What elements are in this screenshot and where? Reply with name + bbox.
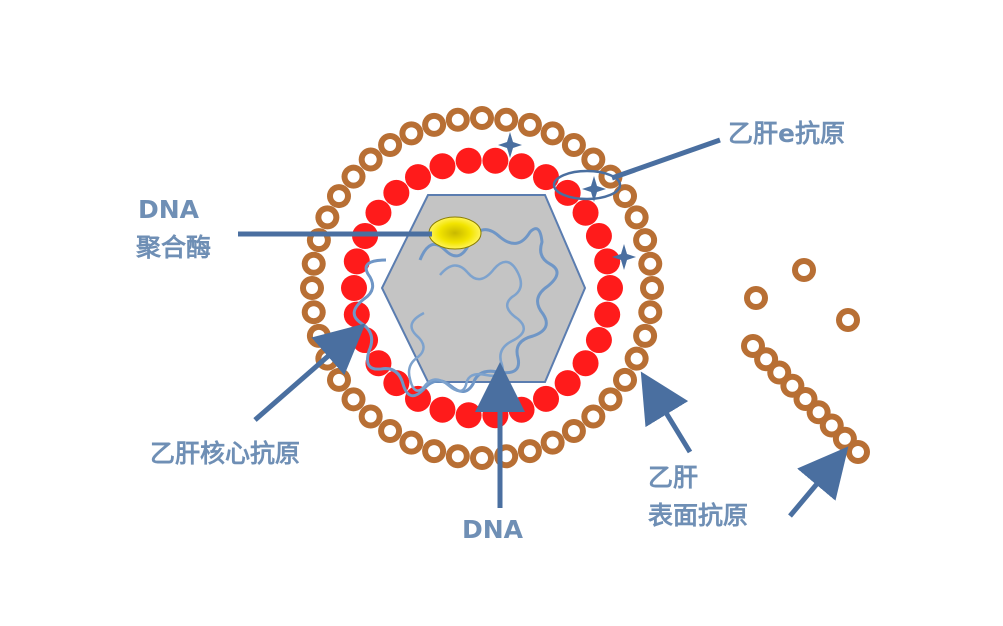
core-antigen-bead	[429, 153, 456, 180]
surface-antigen-bead	[624, 205, 649, 230]
surface-antigen-bead	[640, 276, 664, 300]
surface-antigen-bead	[638, 251, 663, 276]
surface-antigen-bead	[445, 107, 470, 132]
surface-antigen-bead	[540, 121, 565, 146]
surface-antigen-bead	[341, 164, 366, 189]
free-surface-antigen-bead	[836, 308, 860, 332]
surface-antigen-bead	[470, 446, 494, 470]
core-antigen-bead	[383, 370, 410, 397]
core-antigen-bead	[383, 179, 410, 206]
surface-antigen-bead	[326, 367, 351, 392]
star-marker	[612, 244, 636, 270]
star-marker	[582, 176, 606, 202]
surface-antigen-bead	[561, 419, 586, 444]
hbeag-highlight-ellipse	[552, 169, 622, 201]
surface-antigen-bead	[399, 121, 424, 146]
surface-antigen-bead	[613, 184, 638, 209]
surface-antigen-bead	[445, 444, 470, 469]
core-antigen-bead	[508, 396, 535, 423]
surface-antigen-bead	[301, 251, 326, 276]
surface-antigen-bead	[598, 387, 623, 412]
surface-antigen-bead	[470, 106, 494, 130]
core-antigen-bead	[585, 327, 612, 354]
core-antigen-bead	[594, 248, 621, 275]
core-antigen-bead	[405, 164, 431, 191]
surface-antigen-bead	[633, 228, 658, 253]
core-antigen-bead	[554, 179, 581, 206]
core-antigen-bead	[455, 147, 482, 174]
core-antigen-bead	[572, 350, 599, 377]
core-antigen-bead	[429, 396, 456, 423]
label-surface-antigen-line1: 乙肝	[648, 463, 698, 492]
surface-antigen-bead	[326, 184, 351, 209]
surface-antigen-bead	[540, 430, 565, 455]
surface-antigen-bead	[378, 419, 403, 444]
free-surface-antigen-particles	[741, 258, 870, 464]
core-antigen-bead	[405, 385, 431, 412]
surface-antigen-bead	[581, 147, 606, 172]
core-antigen-pointer-arrow	[253, 323, 366, 422]
free-surface-antigen-bead	[792, 258, 816, 282]
core-antigen-bead	[585, 222, 612, 249]
core-antigen-bead	[594, 301, 621, 328]
label-dna-polymerase-line2: 聚合酶	[135, 233, 211, 262]
core-antigen-bead	[343, 248, 370, 275]
core-antigen-bead	[482, 147, 509, 174]
core-antigen-bead	[482, 402, 509, 429]
surface-antigen-bead	[358, 404, 383, 429]
surface-antigen-bead	[341, 387, 366, 412]
surface-antigen-bead	[315, 205, 340, 230]
surface-antigen-bead	[633, 323, 658, 348]
free-surface-antigen-bead	[744, 286, 768, 310]
core-antigen-bead	[455, 402, 482, 429]
surface-antigen-bead	[306, 323, 331, 348]
surface-antigen-bead	[613, 367, 638, 392]
label-surface-antigen-line2: 表面抗原	[648, 501, 748, 530]
star-marker	[498, 132, 522, 158]
surface-antigen-bead	[581, 404, 606, 429]
dna-polymerase-blob	[428, 216, 482, 250]
label-dna: DNA	[462, 515, 524, 544]
surface-antigen-bead	[561, 132, 586, 157]
envelope-surface-antigen-ring	[300, 106, 664, 470]
core-antigen-bead	[533, 385, 559, 412]
core-antigen-bead	[554, 370, 581, 397]
surface-antigen-bead	[624, 346, 649, 371]
surface-antigen-bead	[399, 430, 424, 455]
surface-antigen-bead	[378, 132, 403, 157]
pointer-lines	[238, 137, 849, 518]
surface-antigen-bead	[301, 300, 326, 325]
surface-antigen-bead	[358, 147, 383, 172]
hbeag-pointer-line	[611, 137, 721, 181]
filament-bead	[846, 440, 870, 464]
surface-antigen-bead	[638, 300, 663, 325]
surface-antigen-bead	[422, 112, 447, 137]
label-hbeag: 乙肝e抗原	[728, 119, 845, 148]
label-core-antigen: 乙肝核心抗原	[150, 439, 300, 468]
capsid-hexagon	[380, 194, 587, 383]
surface-antigen-bead	[300, 276, 324, 300]
core-antigen-bead	[572, 199, 599, 226]
surface-antigen-bead	[422, 439, 447, 464]
surface-antigen-bead	[517, 439, 542, 464]
free-surface-antigen-pointer-arrow	[788, 446, 849, 518]
surface-antigen-pointer-arrow	[640, 371, 693, 454]
surface-antigen-bead	[517, 112, 542, 137]
core-antigen-bead	[341, 275, 367, 301]
core-antigen-bead	[597, 275, 623, 301]
core-antigen-bead	[533, 164, 559, 191]
surface-antigen-bead	[494, 107, 519, 132]
core-antigen-bead	[365, 199, 392, 226]
core-antigen-bead	[343, 301, 370, 328]
label-dna-polymerase-line1: DNA	[138, 195, 200, 224]
hbeag-markers	[498, 132, 636, 270]
core-antigen-bead	[508, 153, 535, 180]
